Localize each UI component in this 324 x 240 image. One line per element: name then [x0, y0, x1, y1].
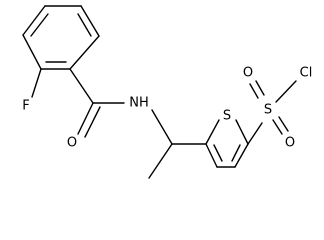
- fluorine-label: F: [22, 99, 29, 114]
- bond: [69, 35, 100, 70]
- thiophene-ring: [205, 119, 249, 168]
- bond: [231, 144, 241, 162]
- benzene-ring: [22, 5, 100, 70]
- bond: [22, 34, 42, 70]
- bond: [148, 143, 173, 179]
- bond: [278, 116, 289, 132]
- bond: [235, 119, 249, 145]
- bond: [249, 83, 259, 99]
- bond: [31, 68, 42, 98]
- bond: [69, 68, 94, 104]
- bond: [205, 119, 220, 145]
- thiophene-sulfur-label: S: [223, 109, 231, 124]
- bond: [213, 144, 223, 162]
- carbonyl-oxygen-label: O: [67, 136, 77, 151]
- sulfonyl-oxygen-upper-label: O: [243, 66, 253, 81]
- bond: [275, 80, 297, 103]
- bond: [22, 5, 46, 36]
- sulfonyl-oxygen-lower-label: O: [285, 136, 295, 151]
- bond: [255, 80, 265, 96]
- bond: [151, 109, 173, 145]
- bond: [30, 13, 49, 37]
- bond: [84, 106, 101, 138]
- bond: [77, 13, 92, 37]
- bond: [247, 122, 263, 145]
- amine-nh-label: NH: [129, 96, 149, 111]
- bond: [77, 102, 94, 135]
- bond: [205, 143, 218, 168]
- bond: [272, 119, 283, 135]
- bond: [234, 143, 249, 168]
- molecule-structure: F O NH S S O O Cl: [22, 5, 313, 179]
- chlorine-label: Cl: [300, 66, 313, 81]
- bond: [80, 5, 100, 37]
- sulfonyl-sulfur-label: S: [264, 103, 272, 118]
